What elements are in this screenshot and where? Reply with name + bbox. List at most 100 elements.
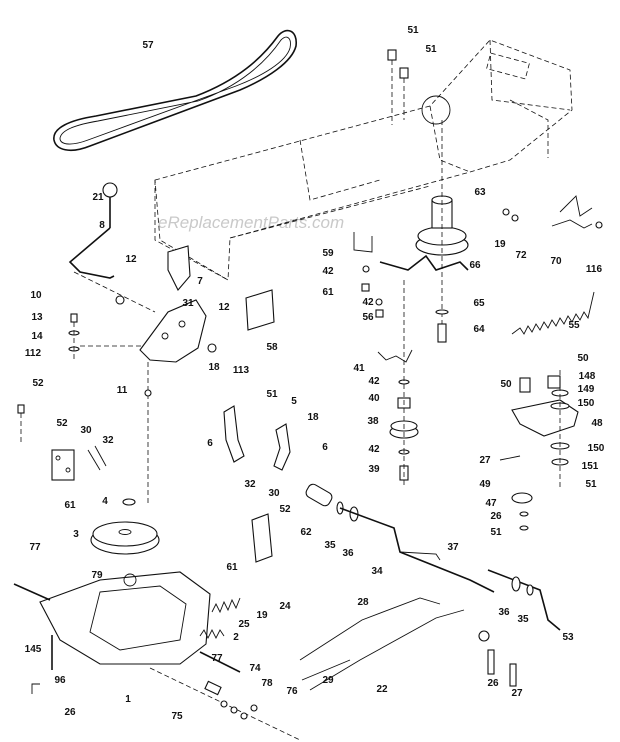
callout-c37: 37: [447, 542, 459, 553]
callout-c52b: 52: [56, 418, 68, 429]
callout-c78: 78: [261, 678, 273, 689]
callout-c32a: 32: [102, 435, 114, 446]
callout-c32b: 32: [244, 479, 256, 490]
washer-12a: [115, 295, 125, 305]
callout-c6b: 6: [322, 442, 328, 453]
callout-c72: 72: [515, 250, 527, 261]
watermark-text: eReplacementParts.com: [158, 213, 344, 232]
callout-c58: 58: [266, 342, 278, 353]
callout-c76: 76: [286, 686, 298, 697]
callout-c61a: 61: [322, 287, 334, 298]
callout-c42c: 42: [368, 376, 380, 387]
callout-c42b: 42: [362, 297, 374, 308]
belt-keeper-59: [353, 232, 373, 253]
callout-c38: 38: [367, 416, 379, 427]
callout-c30b: 30: [268, 488, 280, 499]
callout-c2: 2: [233, 632, 239, 643]
callout-c1: 1: [125, 694, 131, 705]
callout-c149: 149: [578, 384, 595, 395]
callout-c51a: 51: [407, 25, 419, 36]
shift-lever-8: [68, 182, 156, 313]
rod-22: [309, 609, 465, 691]
callout-c42a: 42: [322, 266, 334, 277]
belt-guide-66: [379, 254, 469, 271]
callout-c26c: 26: [64, 707, 76, 718]
callout-c52c: 52: [279, 504, 291, 515]
rod-29: [301, 659, 351, 681]
washer-35b: [526, 584, 534, 596]
callout-c28: 28: [357, 597, 369, 608]
transaxle-pulley-3: [90, 498, 160, 555]
lever-37: [399, 551, 441, 561]
callout-c56: 56: [362, 312, 374, 323]
shaft-hardware-74-78: [204, 680, 258, 720]
callout-c61c: 61: [226, 562, 238, 573]
cross-shaft-34: [339, 507, 495, 593]
callout-c36a: 36: [342, 548, 354, 559]
drive-belt-57: [53, 29, 297, 152]
callout-c65: 65: [473, 298, 485, 309]
washer-36b: [511, 576, 521, 592]
callout-c31: 31: [182, 298, 194, 309]
plate-31: [167, 245, 191, 291]
callout-c148: 148: [579, 371, 596, 382]
callout-c35b: 35: [517, 614, 529, 625]
spring-25: [211, 597, 241, 614]
callout-c74: 74: [249, 663, 261, 674]
callout-c14: 14: [31, 331, 43, 342]
callout-c6a: 6: [207, 438, 213, 449]
bracket-30-left: [17, 404, 107, 481]
callout-c53: 53: [562, 632, 574, 643]
callout-c145: 145: [25, 644, 42, 655]
callout-c64: 64: [473, 324, 485, 335]
callout-c79: 79: [91, 570, 103, 581]
callout-c50a: 50: [577, 353, 589, 364]
callout-c75: 75: [171, 711, 183, 722]
tractor-frame: [154, 39, 573, 281]
callout-c66: 66: [469, 260, 481, 271]
callout-c34: 34: [371, 566, 383, 577]
callout-c27b: 27: [511, 688, 523, 699]
bracket-5: [273, 423, 291, 471]
callout-c57: 57: [142, 40, 154, 51]
callout-c59: 59: [322, 248, 334, 259]
hardware-13-14-112: [68, 313, 144, 360]
callout-c29: 29: [322, 675, 334, 686]
callout-c27a: 27: [479, 455, 491, 466]
callout-c150b: 150: [588, 443, 605, 454]
callout-c12b: 12: [218, 302, 230, 313]
callout-c113: 113: [233, 365, 250, 376]
callout-c19b: 19: [256, 610, 268, 621]
callout-c77b: 77: [211, 653, 223, 664]
callout-c10: 10: [30, 290, 42, 301]
pin-96: [31, 683, 40, 694]
callout-c62: 62: [300, 527, 312, 538]
callout-c47: 47: [485, 498, 497, 509]
callout-c7: 7: [197, 276, 203, 287]
callout-c11: 11: [117, 385, 128, 396]
callout-c151: 151: [582, 461, 599, 472]
callout-c77a: 77: [29, 542, 41, 553]
callout-c55: 55: [568, 320, 580, 331]
spring-2: [199, 628, 225, 640]
callout-c21: 21: [92, 192, 104, 203]
transaxle-1: [13, 571, 301, 741]
callout-c8: 8: [99, 220, 105, 231]
bushing-62: [305, 483, 359, 522]
callout-c51b: 51: [425, 44, 437, 55]
callout-c50b: 50: [500, 379, 512, 390]
callout-c51c: 51: [266, 389, 278, 400]
small-hardware: [361, 49, 603, 343]
callout-c26a: 26: [490, 511, 502, 522]
callout-c150a: 150: [578, 398, 595, 409]
callout-c61b: 61: [64, 500, 76, 511]
callout-c26b: 26: [487, 678, 499, 689]
engine-pulley-63: [415, 120, 469, 340]
idler-stack-38: [377, 280, 419, 486]
callout-c22: 22: [376, 684, 388, 695]
spring-bracket-70: [551, 195, 593, 229]
callout-c13: 13: [31, 312, 43, 323]
shift-bracket-7: [139, 299, 207, 363]
